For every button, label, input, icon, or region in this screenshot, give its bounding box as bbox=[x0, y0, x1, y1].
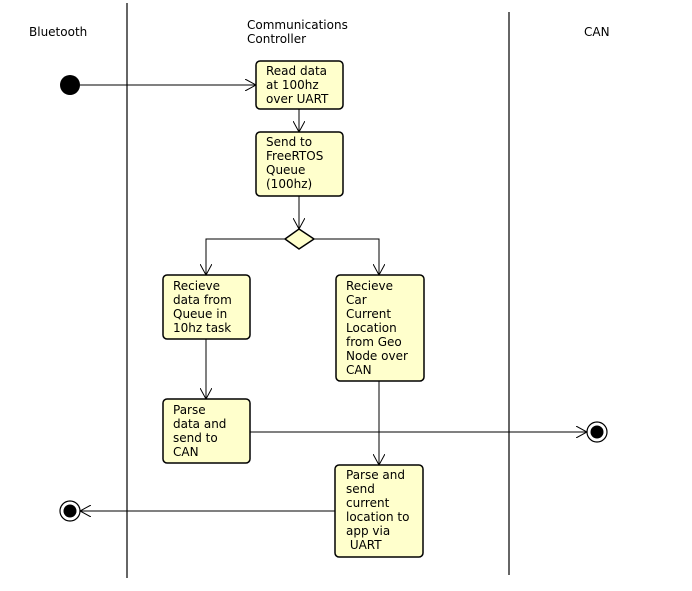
activity-parse-send-location: Parse and send current location to app v… bbox=[334, 464, 424, 558]
parse-can-line-1: Parse bbox=[173, 403, 206, 417]
end-node-bluetooth bbox=[59, 500, 81, 522]
receive-location-line-2: Car bbox=[346, 293, 367, 307]
receive-location-line-1: Recieve bbox=[346, 279, 393, 293]
decision-diamond bbox=[283, 228, 316, 250]
parse-location-line-3: current bbox=[346, 496, 390, 510]
lane-label-comm-line2: Controller bbox=[247, 32, 306, 46]
edge-decision-to-receive-location bbox=[314, 238, 379, 275]
edge-decision-to-receive-queue bbox=[206, 238, 285, 275]
receive-queue-line-1: Recieve bbox=[173, 279, 220, 293]
parse-location-line-2: send bbox=[346, 482, 375, 496]
receive-queue-line-4: 10hz task bbox=[173, 321, 231, 335]
receive-location-line-3: Current bbox=[346, 307, 391, 321]
parse-location-line-1: Parse and bbox=[346, 468, 405, 482]
send-queue-line-4: (100hz) bbox=[266, 177, 312, 191]
receive-location-line-4: Location bbox=[346, 321, 397, 335]
activity-receive-location: Recieve Car Current Location from Geo No… bbox=[335, 274, 425, 382]
parse-location-line-4: location to bbox=[346, 510, 409, 524]
activity-read-data: Read data at 100hz over UART bbox=[255, 60, 344, 110]
receive-queue-line-2: data from bbox=[173, 293, 232, 307]
parse-can-line-2: data and bbox=[173, 417, 226, 431]
parse-location-line-6: UART bbox=[346, 538, 382, 552]
start-node bbox=[60, 75, 80, 95]
end-node-can bbox=[586, 421, 608, 443]
receive-queue-line-3: Queue in bbox=[173, 307, 227, 321]
send-queue-line-1: Send to bbox=[266, 135, 312, 149]
lane-label-can: CAN bbox=[584, 25, 610, 39]
receive-location-line-5: from Geo bbox=[346, 335, 402, 349]
activity-send-queue: Send to FreeRTOS Queue (100hz) bbox=[255, 131, 344, 197]
lane-label-bluetooth: Bluetooth bbox=[29, 25, 87, 39]
read-data-line-2: at 100hz bbox=[266, 78, 319, 92]
activity-receive-queue: Recieve data from Queue in 10hz task bbox=[162, 274, 251, 340]
receive-location-line-6: Node over bbox=[346, 349, 408, 363]
read-data-line-1: Read data bbox=[266, 64, 327, 78]
read-data-line-3: over UART bbox=[266, 92, 329, 106]
lane-label-comm-line1: Communications bbox=[247, 18, 348, 32]
send-queue-line-2: FreeRTOS bbox=[266, 149, 323, 163]
send-queue-line-3: Queue bbox=[266, 163, 305, 177]
parse-can-line-4: CAN bbox=[173, 445, 199, 459]
parse-location-line-5: app via bbox=[346, 524, 390, 538]
receive-location-line-7: CAN bbox=[346, 363, 372, 377]
parse-can-line-3: send to bbox=[173, 431, 218, 445]
activity-parse-send-can: Parse data and send to CAN bbox=[162, 398, 251, 464]
